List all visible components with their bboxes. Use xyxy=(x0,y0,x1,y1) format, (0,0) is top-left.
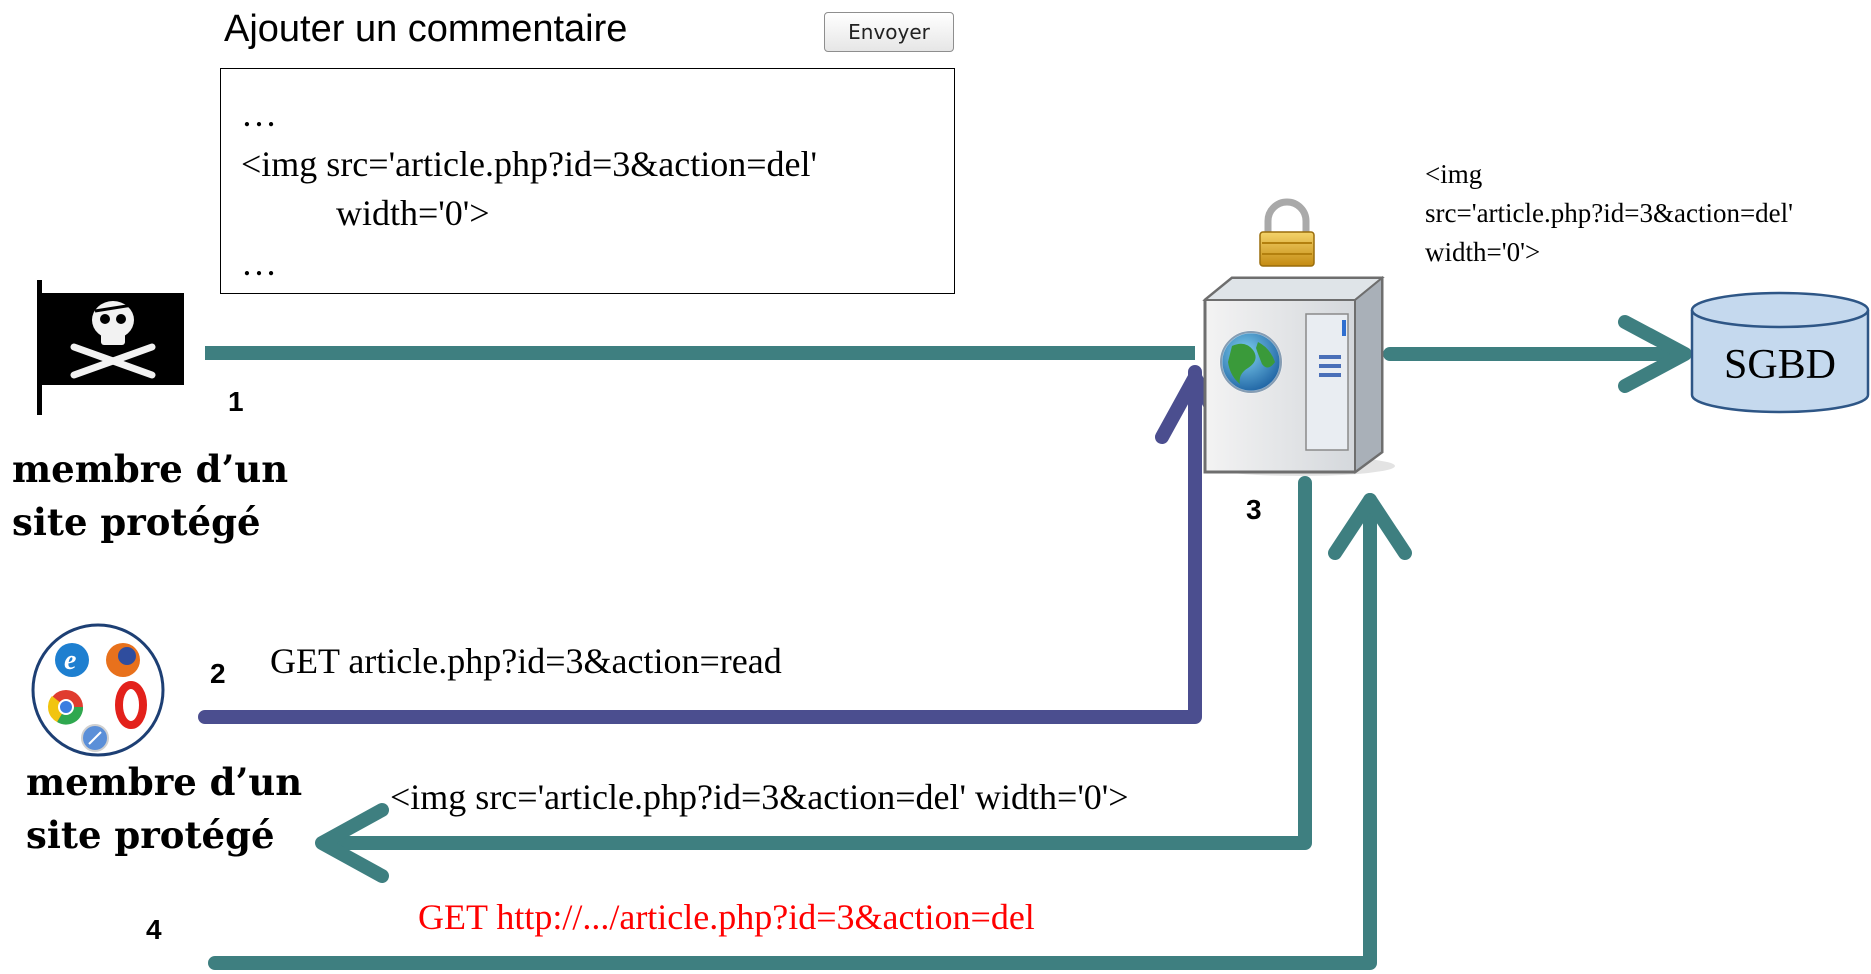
pirate-flag-icon xyxy=(37,280,184,415)
stored-payload-text: <img src='article.php?id=3&action=del' w… xyxy=(1425,159,1794,267)
arrow-server-to-victim xyxy=(315,476,1312,883)
web-server-icon xyxy=(1202,275,1395,476)
comment-line: <img src='article.php?id=3&action=del' xyxy=(241,144,818,184)
comment-line: … xyxy=(241,94,277,134)
comment-textarea[interactable]: … <img src='article.php?id=3&action=del'… xyxy=(220,68,955,294)
svg-text:e: e xyxy=(64,645,76,676)
comment-line: … xyxy=(241,243,277,283)
server-response-text: <img src='article.php?id=3&action=del' w… xyxy=(390,777,1129,817)
forged-request-text: GET http://.../article.php?id=3&action=d… xyxy=(418,897,1035,937)
attacker-label: membre d’un site protégé xyxy=(12,447,289,544)
read-request-text: GET article.php?id=3&action=read xyxy=(270,641,782,681)
lock-icon xyxy=(1259,198,1315,267)
arrow-forged-request xyxy=(208,493,1412,970)
comment-form-title: Ajouter un commentaire xyxy=(224,8,628,50)
step-3-label: 3 xyxy=(1246,494,1262,525)
send-button[interactable]: Envoyer xyxy=(824,12,954,52)
arrow-server-to-database xyxy=(1383,315,1692,393)
browsers-icon: e xyxy=(31,623,165,757)
database-icon: SGBD xyxy=(1690,291,1870,414)
victim-label: membre d’un site protégé xyxy=(26,760,303,857)
comment-line: width='0'> xyxy=(336,193,490,233)
step-2-label: 2 xyxy=(210,658,226,689)
step-4-label: 4 xyxy=(146,914,162,945)
database-label: SGBD xyxy=(1724,342,1836,388)
step-1-label: 1 xyxy=(228,386,244,417)
